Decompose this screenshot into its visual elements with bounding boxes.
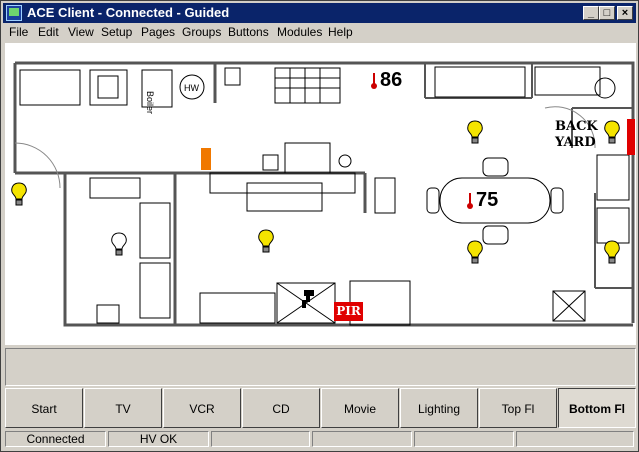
tab-top-floor[interactable]: Top Fl <box>479 388 557 428</box>
lightbulb-icon[interactable] <box>11 182 27 206</box>
hall-temperature: 86 <box>371 69 402 92</box>
status-cell-3 <box>211 431 310 447</box>
thermometer-icon <box>371 72 377 89</box>
menu-pages[interactable]: Pages <box>141 25 176 39</box>
lightbulb-icon[interactable] <box>604 120 620 144</box>
pir-sensor-badge[interactable]: PIR <box>334 302 363 321</box>
hall-temperature-value: 86 <box>380 69 403 91</box>
menu-bar: File Edit View Setup Pages Groups Button… <box>3 23 636 42</box>
floor-plan: Boiler HW <box>5 43 636 345</box>
dining-temperature: 75 <box>467 189 498 212</box>
minimize-button[interactable]: _ <box>583 6 599 20</box>
menu-groups[interactable]: Groups <box>182 25 222 39</box>
tab-bottom-floor[interactable]: Bottom Fl <box>558 388 636 428</box>
page-tabs: Start TV VCR CD Movie Lighting Top Fl Bo… <box>5 388 636 428</box>
lightbulb-icon[interactable] <box>467 240 483 264</box>
window-title: ACE Client - Connected - Guided <box>27 5 230 20</box>
close-button[interactable]: × <box>617 6 633 20</box>
status-hv: HV OK <box>108 431 209 447</box>
dining-temperature-value: 75 <box>476 189 499 211</box>
menu-file[interactable]: File <box>9 25 29 39</box>
floor-plan-drawing: Boiler HW <box>11 61 635 327</box>
status-cell-4 <box>312 431 412 447</box>
menu-buttons[interactable]: Buttons <box>228 25 269 39</box>
backyard-label: BACK YARD <box>555 119 598 151</box>
app-icon[interactable] <box>6 5 22 21</box>
backyard-label-line2: YARD <box>555 135 596 150</box>
lightbulb-icon[interactable] <box>111 232 127 256</box>
alarm-indicator <box>627 119 635 155</box>
door-sensor-indicator <box>201 148 211 170</box>
status-cell-5 <box>414 431 514 447</box>
maximize-button[interactable]: □ <box>599 6 615 20</box>
title-bar[interactable]: ACE Client - Connected - Guided _ □ × <box>3 3 636 23</box>
tab-movie[interactable]: Movie <box>321 388 399 428</box>
menu-modules[interactable]: Modules <box>277 25 323 39</box>
status-cell-6 <box>516 431 634 447</box>
svg-text:HW: HW <box>184 83 199 93</box>
motion-sensor-icon <box>302 290 314 308</box>
menu-view[interactable]: View <box>68 25 94 39</box>
info-panel <box>5 348 636 386</box>
status-connection: Connected <box>5 431 106 447</box>
thermometer-icon <box>467 192 473 209</box>
lightbulb-icon[interactable] <box>258 229 274 253</box>
tab-lighting[interactable]: Lighting <box>400 388 478 428</box>
tab-start[interactable]: Start <box>5 388 83 428</box>
lightbulb-icon[interactable] <box>604 240 620 264</box>
svg-text:Boiler: Boiler <box>145 91 155 114</box>
backyard-label-line1: BACK <box>555 119 598 134</box>
lightbulb-icon[interactable] <box>467 120 483 144</box>
menu-edit[interactable]: Edit <box>38 25 59 39</box>
menu-help[interactable]: Help <box>328 25 353 39</box>
tab-vcr[interactable]: VCR <box>163 388 241 428</box>
menu-setup[interactable]: Setup <box>101 25 133 39</box>
tab-cd[interactable]: CD <box>242 388 320 428</box>
tab-tv[interactable]: TV <box>84 388 162 428</box>
status-bar: Connected HV OK <box>3 430 636 449</box>
